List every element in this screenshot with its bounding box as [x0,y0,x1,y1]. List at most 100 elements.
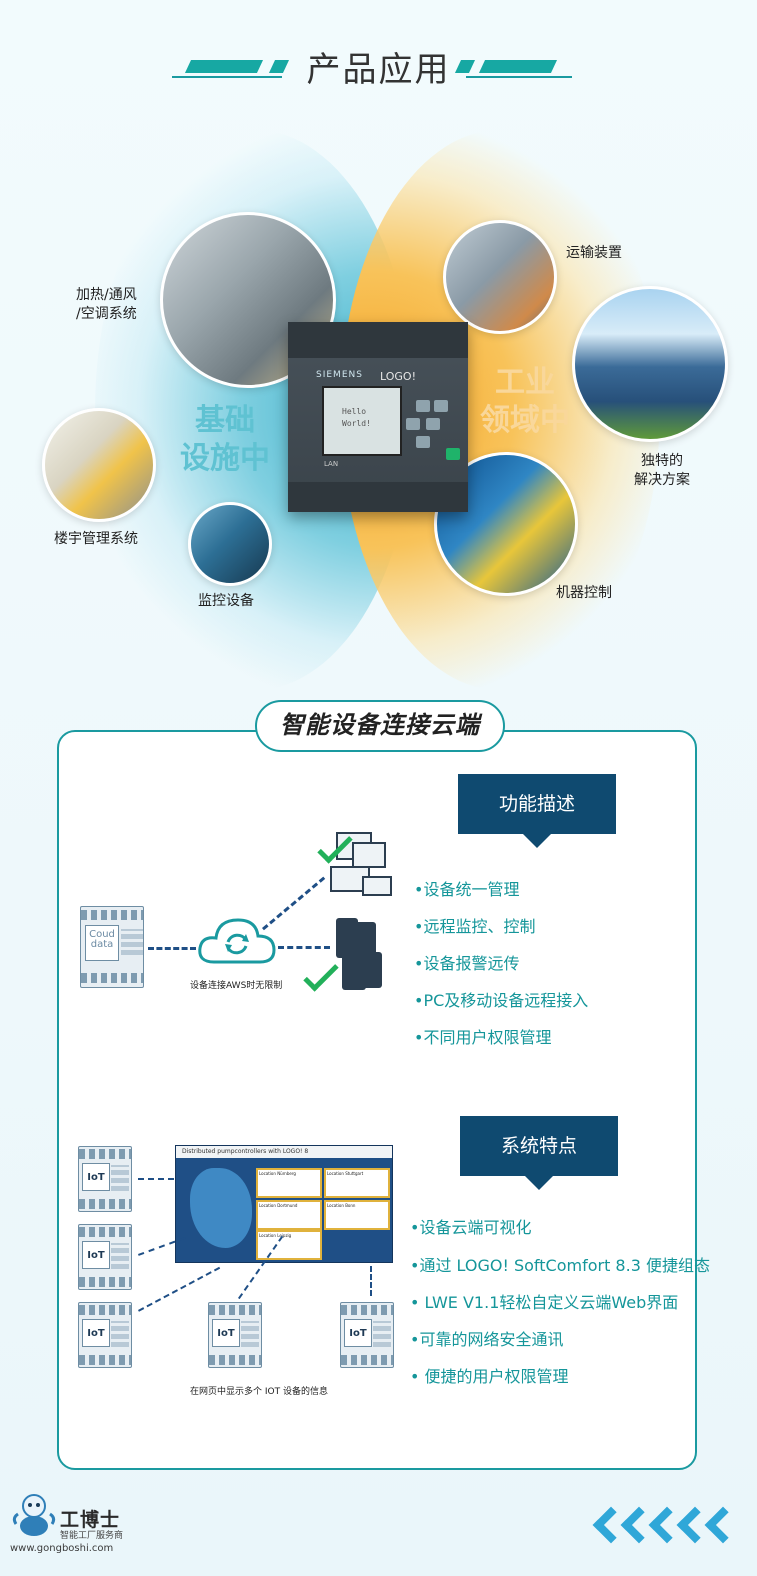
function-item-4: •PC及移动设备远程接入 [414,991,589,1010]
plc-terminal-strip-bottom [288,482,468,512]
iot-5-screen: IoT #5 [344,1319,372,1367]
mascot-logo-icon [12,1494,56,1536]
system-features-tag: 系统特点 [460,1116,618,1190]
module-screen-text: data [90,939,114,950]
link-iot-5 [370,1266,372,1296]
section-title: 产品应用 [306,50,451,90]
cloud-section-title: 智能设备连接云端 [255,700,505,752]
map-region [190,1168,252,1248]
link-cloud-mobile [278,946,330,949]
hvac-label: 加热/通风 /空调系统 [76,286,137,324]
iot-1-strip-top [79,1149,131,1159]
pc-monitor-4 [362,876,392,896]
feature-item-3: • LWE V1.1轻松自定义云端Web界面 [410,1293,679,1312]
function-item-3: •设备报警远传 [414,954,520,973]
iot-1-strip-bottom [79,1199,131,1209]
function-item-1: •设备统一管理 [414,880,520,899]
industry-label-line-1: 工业 [495,365,555,400]
link-iot-1 [138,1178,174,1180]
function-description-tag: 功能描述 [458,774,616,848]
iot-5-keys [373,1321,391,1347]
plc-key-up [416,400,430,412]
unique-label-line-1: 独特的 [641,453,683,469]
dashboard-card-1: Location Nürnberg [256,1168,322,1198]
iot-3-screen: IoT #3 [82,1319,110,1367]
unique-solution-label: 独特的 解决方案 [634,452,690,490]
building-management-photo [42,408,156,522]
unique-label-line-2: 解决方案 [634,472,690,488]
iot-module-5: IoT #5 [340,1302,394,1368]
module-strip-top [81,910,143,920]
iot-5-strip-top [341,1305,393,1315]
solar-photo [572,286,728,442]
header-line-left [172,76,282,78]
iot-4-strip-bottom [209,1355,261,1365]
industry-label: 工业 领域中 [470,364,580,440]
hvac-label-line-1: 加热/通风 [76,287,137,303]
transport-label: 运输装置 [566,245,622,261]
iot-3-strip-bottom [79,1355,131,1365]
hvac-label-line-2: /空调系统 [76,306,137,322]
iot-3-strip-top [79,1305,131,1315]
function-item-2: •远程监控、控制 [414,917,536,936]
header-line-right [466,76,572,78]
module-screen-top-text: Coud [89,929,115,940]
iot-2-keys [111,1243,129,1269]
plc-lan-label: LAN [324,460,339,468]
dashboard-card-5-title: Location Leipzig [259,1233,292,1238]
dashboard-card-3: Location Dortmund [256,1200,322,1230]
plc-screen-line-2: World! [342,419,371,428]
monitoring-label: 监控设备 [198,593,254,609]
cloud-icon [198,918,276,964]
plc-brand: SIEMENS [316,370,363,380]
function-item-5: •不同用户权限管理 [414,1028,552,1047]
iot-caption: 在网页中显示多个 IOT 设备的信息 [190,1387,328,1397]
pc-monitor-2 [352,842,386,868]
iot-2-screen: IoT #2 [82,1241,110,1289]
plc-model: LOGO! [380,370,416,383]
feature-item-2: •通过 LOGO! SoftComfort 8.3 便捷组态 [410,1256,710,1275]
dashboard-card-4: Location Bonn [324,1200,390,1230]
logo-module-cloud: Coud data [80,906,144,988]
cloud-caption: 设备连接AWS时无限制 [190,981,283,991]
iot-2-strip-bottom [79,1277,131,1287]
dashboard-card-4-title: Location Bonn [327,1203,356,1208]
plc-key-ok [446,448,460,460]
feature-item-4: •可靠的网络安全通讯 [410,1330,564,1349]
phone-4 [362,952,382,988]
infrastructure-label-line-2: 设施中 [180,441,270,476]
dashboard-card-2-title: Location Stuttgart [327,1171,364,1176]
infrastructure-label-line-1: 基础 [195,403,255,438]
iot-2-strip-top [79,1227,131,1237]
conveyor-photo [443,220,557,334]
link-module-cloud [148,947,196,950]
iot-module-1: IoT #1 [78,1146,132,1212]
feature-item-1: •设备云端可视化 [410,1218,532,1237]
module-strip-bottom [81,973,143,983]
bms-label: 楼宇管理系统 [54,531,138,547]
plc-terminal-strip-top [288,322,468,358]
iot-1-keys [111,1165,129,1191]
module-screen: Coud data [85,925,119,961]
industry-label-line-2: 领域中 [480,403,570,438]
iot-4-keys [241,1321,259,1347]
dashboard-card-1-title: Location Nürnberg [259,1171,296,1176]
monitoring-photo [188,502,272,586]
module-keys [121,929,143,955]
plc-key-down [416,436,430,448]
iot-module-3: IoT #3 [78,1302,132,1368]
brand-name: 工博士 [60,1509,121,1531]
infrastructure-label: 基础 设施中 [170,402,280,478]
web-dashboard-map: Distributed pumpcontrollers with LOGO! 8… [175,1145,393,1263]
iot-module-4: IoT #4 [208,1302,262,1368]
dashboard-card-2: Location Stuttgart [324,1168,390,1198]
plc-key-left [406,418,420,430]
iot-module-2: IoT #2 [78,1224,132,1290]
iot-4-screen: IoT #4 [212,1319,240,1367]
iot-3-keys [111,1321,129,1347]
plc-screen: Hello World! [322,386,402,456]
dashboard-card-3-title: Location Dortmund [259,1203,298,1208]
header-bar-right [478,60,558,73]
feature-item-5: • 便捷的用户权限管理 [410,1367,569,1386]
brand-tagline: 智能工厂服务商 [60,1531,124,1541]
